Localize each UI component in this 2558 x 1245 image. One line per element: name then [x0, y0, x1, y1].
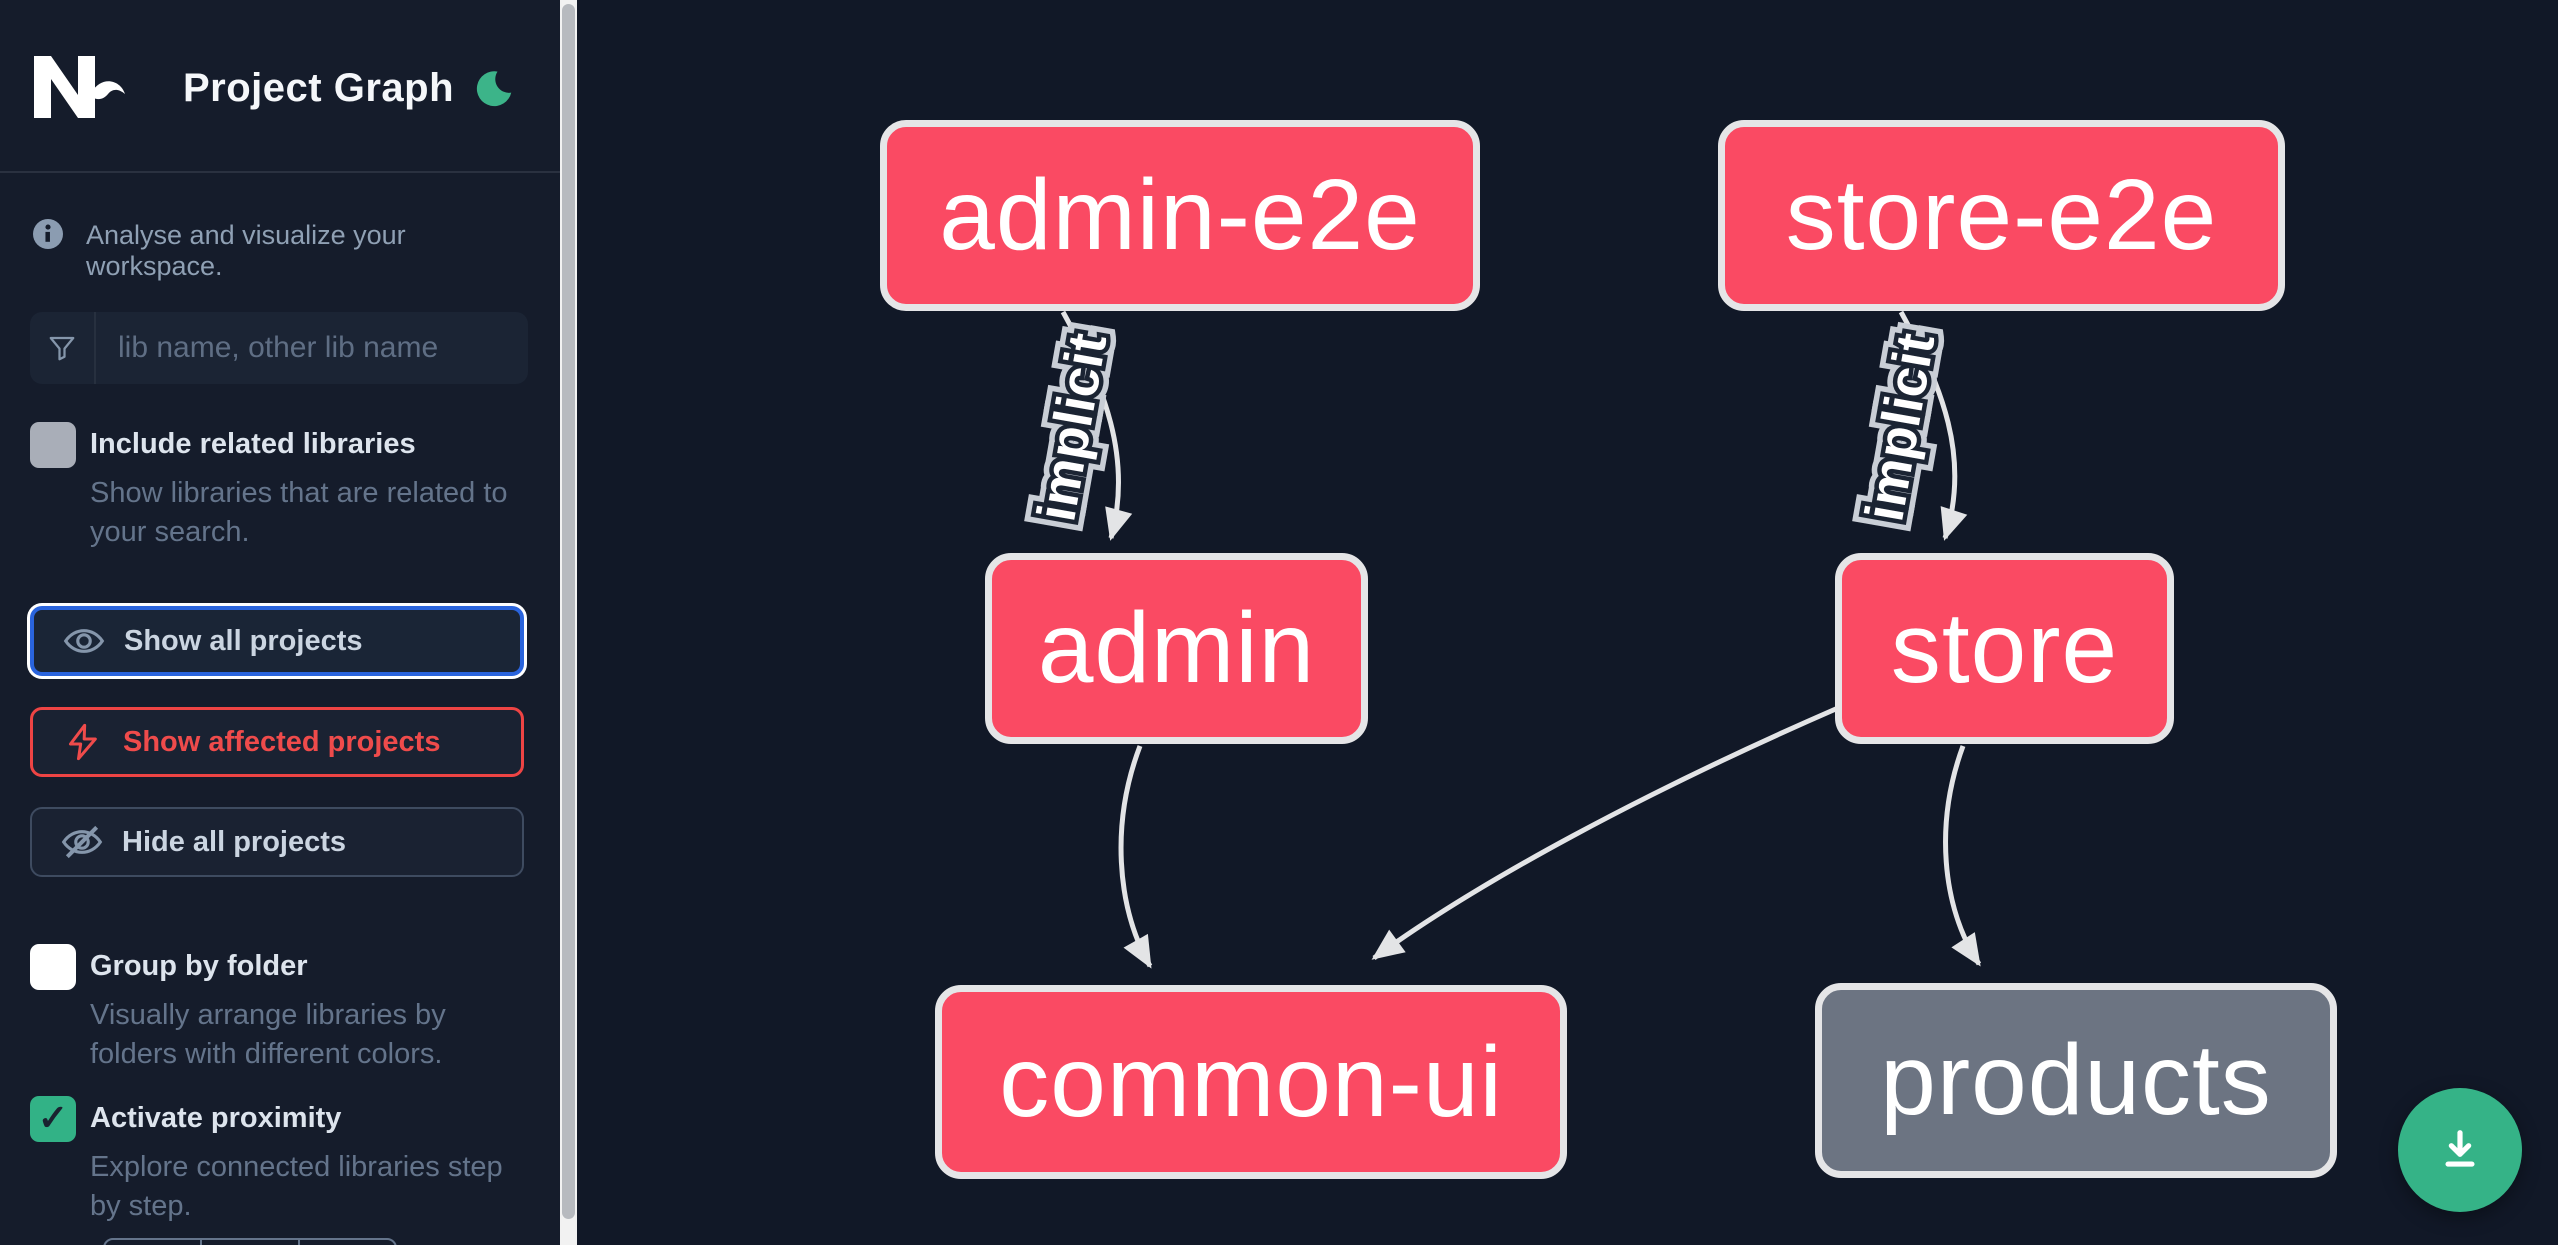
- tagline-text: Analyse and visualize your workspace.: [86, 220, 406, 281]
- eye-off-icon: [60, 820, 104, 864]
- checkbox-include-related[interactable]: [30, 422, 76, 468]
- stepper-segment[interactable]: [202, 1240, 300, 1245]
- checkbox-desc: Show libraries that are related to your …: [90, 477, 508, 548]
- search-box: [30, 312, 528, 384]
- edge-admin-e2e-to-admin: [1060, 310, 1133, 541]
- button-label: Show all projects: [124, 624, 363, 657]
- eye-icon: [62, 619, 106, 663]
- checkbox-label: Group by folder: [90, 950, 308, 982]
- stepper-segment[interactable]: [105, 1240, 203, 1245]
- bolt-icon: [61, 720, 105, 764]
- graph-node-products[interactable]: products: [1815, 983, 2337, 1178]
- page-title: Project Graph: [183, 66, 455, 110]
- scrollbar-thumb[interactable]: [562, 4, 575, 1219]
- checkbox-row-activate-proximity: ✓ Activate proximity Explore connected l…: [30, 1096, 530, 1245]
- sidebar-header: Project Graph: [0, 0, 560, 173]
- checkbox-label: Include related libraries: [90, 428, 416, 460]
- graph-node-store-e2e[interactable]: store-e2e: [1718, 120, 2285, 311]
- checkbox-row-group-by-folder: Group by folder Visually arrange librari…: [30, 944, 530, 1094]
- nx-logo-icon: [34, 56, 125, 118]
- show-affected-projects-button[interactable]: Show affected projects: [30, 707, 524, 777]
- checkbox-label: Activate proximity: [90, 1102, 342, 1134]
- edge-label-implicit: implicit: [1026, 329, 1118, 526]
- edge-store-to-common-ui: [1371, 705, 1839, 961]
- tagline-row: Analyse and visualize your workspace.: [30, 210, 530, 281]
- edge-store-e2e-to-store: [1898, 310, 1968, 541]
- button-label: Hide all projects: [122, 825, 347, 858]
- button-label: Show affected projects: [123, 725, 441, 758]
- search-input[interactable]: [96, 312, 528, 384]
- graph-node-admin[interactable]: admin: [985, 553, 1368, 744]
- edge-admin-to-common-ui: [1118, 745, 1153, 969]
- edge-label-implicit: implicit: [1854, 329, 1946, 526]
- info-icon: [33, 219, 63, 249]
- graph-node-admin-e2e[interactable]: admin-e2e: [880, 120, 1480, 311]
- edge-store-to-products: [1943, 745, 1982, 967]
- checkbox-activate-proximity[interactable]: ✓: [30, 1096, 76, 1142]
- graph-node-common-ui[interactable]: common-ui: [935, 985, 1567, 1179]
- download-image-button[interactable]: [2398, 1088, 2522, 1212]
- hide-all-projects-button[interactable]: Hide all projects: [30, 807, 524, 877]
- dark-mode-moon-icon[interactable]: [470, 66, 514, 112]
- sidebar: Project Graph Analyse and visualize your…: [0, 0, 560, 1245]
- download-icon: [2445, 1130, 2475, 1167]
- show-all-projects-button[interactable]: Show all projects: [30, 606, 524, 676]
- sidebar-scrollbar[interactable]: [560, 0, 577, 1245]
- filter-icon-cell: [30, 312, 96, 384]
- checkbox-desc: Explore connected libraries step by step…: [90, 1151, 503, 1222]
- checkbox-desc: Visually arrange libraries by folders wi…: [90, 999, 446, 1070]
- graph-node-store[interactable]: store: [1835, 553, 2174, 744]
- funnel-filter-icon: [49, 336, 75, 361]
- checkbox-group-by-folder[interactable]: [30, 944, 76, 990]
- header-divider: [0, 171, 560, 173]
- checkbox-row-include-related: Include related libraries Show libraries…: [30, 422, 530, 572]
